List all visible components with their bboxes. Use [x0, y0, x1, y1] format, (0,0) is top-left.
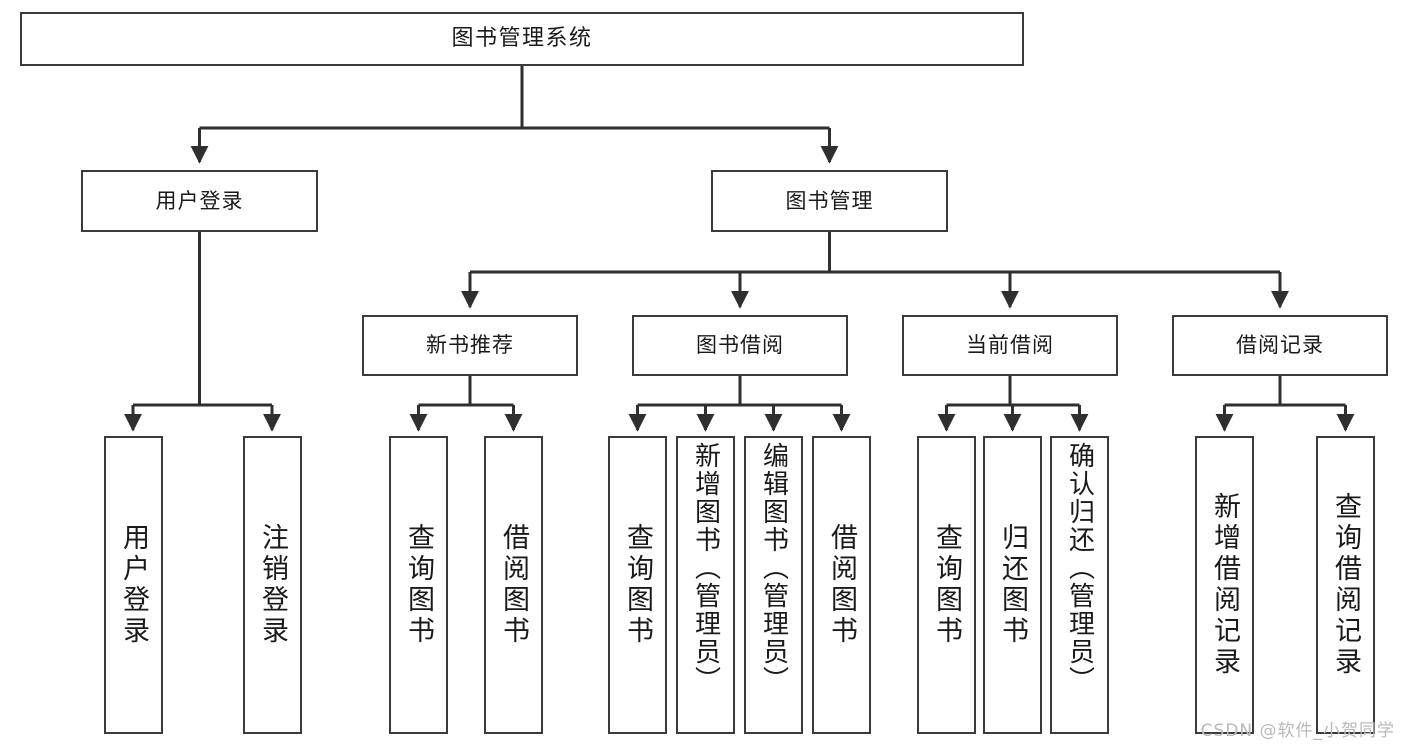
leaf-user-logout-label: 注销登录	[257, 523, 288, 647]
node-root-system[interactable]: 图书管理系统	[20, 12, 1024, 66]
node-new-book-recommend[interactable]: 新书推荐	[362, 315, 578, 376]
node-book-manage-label: 图书管理	[785, 188, 874, 213]
leaf-borrow-book-label: 借阅图书	[826, 523, 857, 647]
node-book-manage[interactable]: 图书管理	[711, 170, 948, 232]
leaf-query-book-borrow[interactable]: 查询图书	[608, 436, 667, 734]
leaf-borrow-book-recommend[interactable]: 借阅图书	[484, 436, 543, 734]
leaf-query-book-current-label: 查询图书	[931, 523, 962, 647]
leaf-return-book-label: 归还图书	[997, 523, 1028, 647]
watermark: CSDN @软件_小贺同学	[1200, 721, 1395, 741]
node-borrow-record[interactable]: 借阅记录	[1172, 315, 1388, 376]
node-root-label: 图书管理系统	[451, 26, 593, 52]
node-user-login[interactable]: 用户登录	[81, 170, 318, 232]
leaf-borrow-book[interactable]: 借阅图书	[812, 436, 871, 734]
node-current-borrow[interactable]: 当前借阅	[902, 315, 1118, 376]
leaf-add-book-label: 新增图书（管理员）	[690, 442, 721, 694]
leaf-query-book-borrow-label: 查询图书	[622, 523, 653, 647]
leaf-add-book[interactable]: 新增图书（管理员）	[676, 436, 735, 734]
leaf-user-login[interactable]: 用户登录	[104, 436, 163, 734]
leaf-user-login-label: 用户登录	[118, 523, 149, 647]
leaf-edit-book[interactable]: 编辑图书（管理员）	[744, 436, 803, 734]
leaf-add-borrow-record-label: 新增借阅记录	[1209, 492, 1240, 678]
leaf-borrow-book-recommend-label: 借阅图书	[498, 523, 529, 647]
node-borrow-record-label: 借阅记录	[1236, 333, 1324, 358]
node-book-borrow-label: 图书借阅	[696, 333, 784, 358]
leaf-query-borrow-record-label: 查询借阅记录	[1330, 492, 1361, 678]
leaf-add-borrow-record[interactable]: 新增借阅记录	[1195, 436, 1254, 734]
leaf-user-logout[interactable]: 注销登录	[243, 436, 302, 734]
leaf-return-book[interactable]: 归还图书	[983, 436, 1042, 734]
leaf-query-book-recommend[interactable]: 查询图书	[389, 436, 448, 734]
leaf-query-book-recommend-label: 查询图书	[403, 523, 434, 647]
leaf-query-book-current[interactable]: 查询图书	[917, 436, 976, 734]
leaf-edit-book-label: 编辑图书（管理员）	[758, 442, 789, 694]
node-user-login-label: 用户登录	[155, 188, 244, 213]
node-current-borrow-label: 当前借阅	[966, 333, 1054, 358]
node-book-borrow[interactable]: 图书借阅	[632, 315, 848, 376]
leaf-confirm-return[interactable]: 确认归还（管理员）	[1050, 436, 1109, 734]
node-new-book-recommend-label: 新书推荐	[426, 333, 514, 358]
leaf-confirm-return-label: 确认归还（管理员）	[1064, 442, 1095, 694]
leaf-query-borrow-record[interactable]: 查询借阅记录	[1316, 436, 1375, 734]
